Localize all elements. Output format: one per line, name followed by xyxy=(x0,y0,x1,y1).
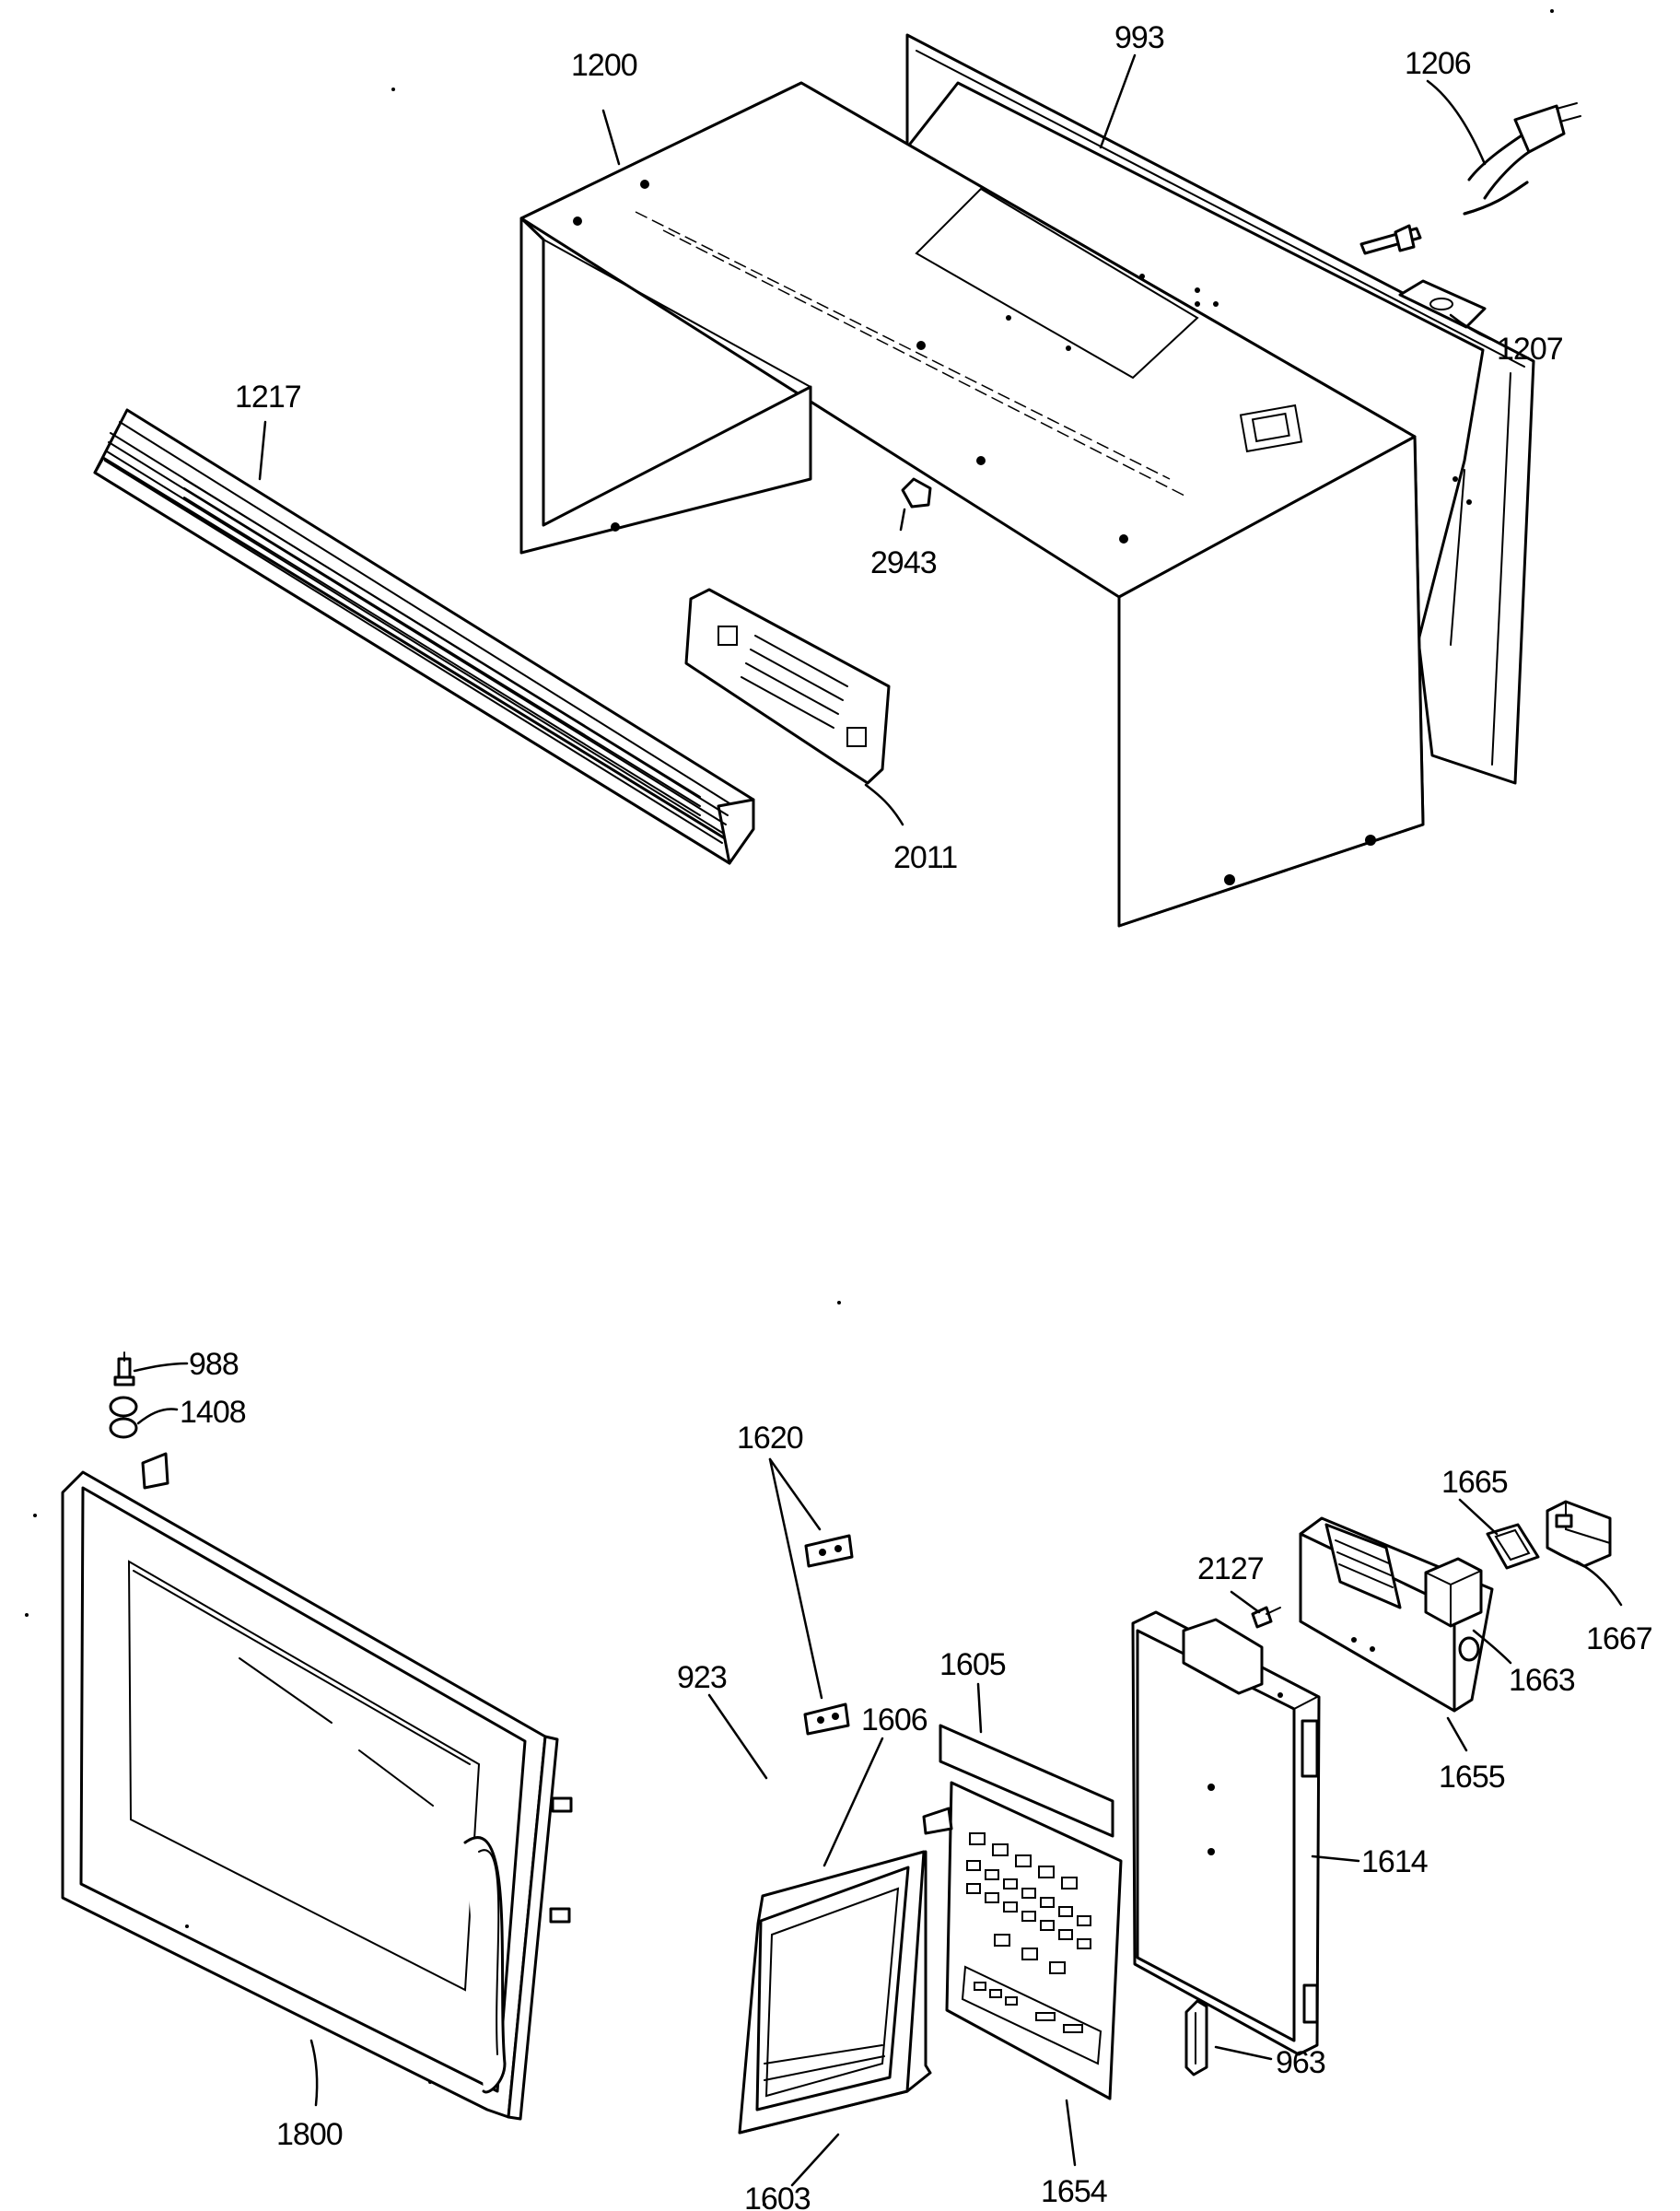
callout-1217: 1217 xyxy=(235,380,301,415)
leader-lines xyxy=(133,53,1623,2187)
callout-988: 988 xyxy=(189,1347,239,1382)
washers-1408 xyxy=(109,1396,138,1439)
callout-923: 923 xyxy=(677,1660,727,1695)
transformer-1663 xyxy=(1424,1557,1483,1662)
callout-1206: 1206 xyxy=(1405,46,1471,81)
callout-993: 993 xyxy=(1114,20,1164,55)
callout-1614: 1614 xyxy=(1361,1844,1428,1879)
gasket-1665 xyxy=(1486,1523,1540,1570)
grille-1217 xyxy=(93,408,755,865)
strip-1605 xyxy=(939,1724,1114,1838)
callout-2943: 2943 xyxy=(870,545,937,580)
touch-panel-1654 xyxy=(922,1781,1123,2100)
callout-1408: 1408 xyxy=(180,1395,246,1430)
callout-1654: 1654 xyxy=(1041,2174,1107,2209)
screw-2127 xyxy=(1251,1606,1281,1629)
callout-1667: 1667 xyxy=(1586,1621,1652,1656)
callout-1620: 1620 xyxy=(737,1421,803,1456)
door-1800 xyxy=(61,1452,573,2121)
hinge-bracket-1620-upper xyxy=(804,1534,854,1568)
screw-988 xyxy=(113,1351,135,1386)
clip-2943 xyxy=(901,477,932,509)
frame-923 xyxy=(738,1850,932,2135)
bracket-1207 xyxy=(1398,279,1487,329)
callout-1800: 1800 xyxy=(276,2117,343,2152)
callout-1605: 1605 xyxy=(939,1647,1006,1682)
back-panel-993 xyxy=(905,33,1535,785)
hinge-bracket-1620-lower xyxy=(803,1702,850,1736)
callout-2011: 2011 xyxy=(893,840,957,875)
bracket-1667 xyxy=(1546,1500,1612,1568)
control-board-1614 xyxy=(1131,1610,1321,2056)
callout-1207: 1207 xyxy=(1497,332,1563,367)
callout-labels: 1200 993 1206 1207 1217 2943 2011 988 14… xyxy=(180,20,1653,2211)
callout-1606: 1606 xyxy=(861,1702,928,1737)
callout-1200: 1200 xyxy=(571,48,637,83)
callout-1655: 1655 xyxy=(1439,1760,1505,1795)
outer-case-1200 xyxy=(519,81,1425,928)
callout-2127: 2127 xyxy=(1197,1551,1264,1586)
vent-plate-2011 xyxy=(684,588,891,785)
callout-1663: 1663 xyxy=(1509,1663,1575,1698)
callout-1665: 1665 xyxy=(1441,1465,1508,1500)
clip-963 xyxy=(1184,1999,1208,2076)
power-board-1655 xyxy=(1299,1516,1494,1713)
power-cord-1206 xyxy=(1359,102,1581,255)
callout-963: 963 xyxy=(1276,2045,1325,2080)
callout-1603: 1603 xyxy=(744,2182,811,2211)
